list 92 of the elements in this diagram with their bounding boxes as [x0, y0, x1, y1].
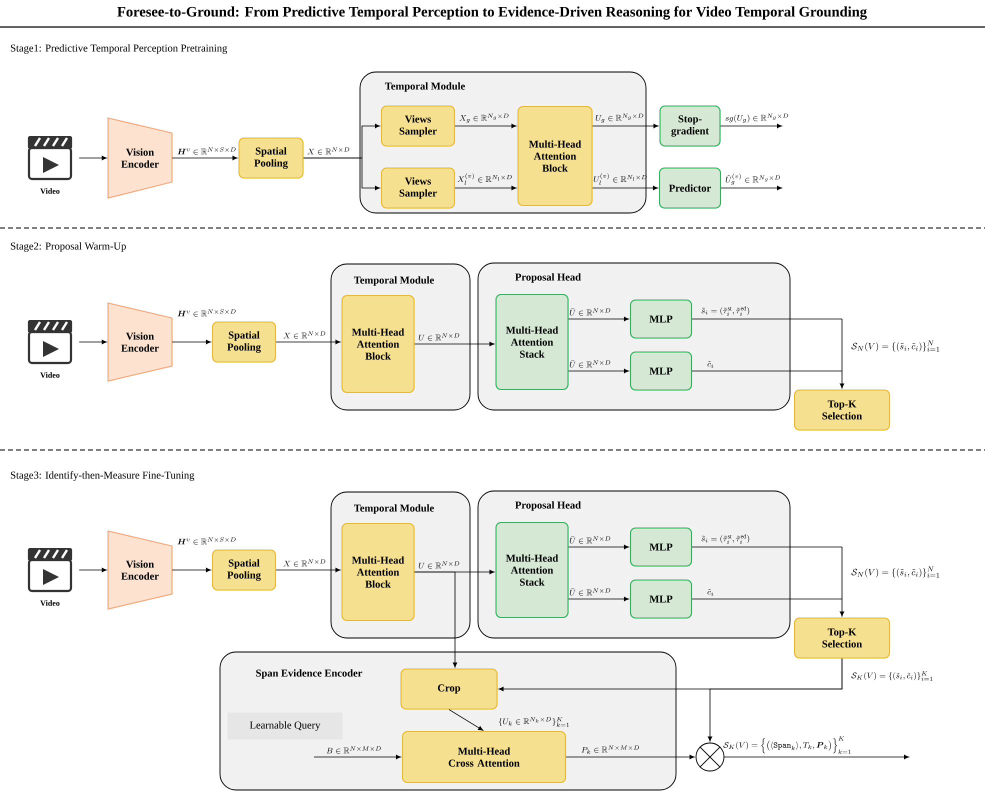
- arrow: [568, 544, 629, 550]
- arrow: [78, 156, 107, 160]
- process-box: Top-K Selection: [794, 617, 890, 659]
- edge-label: $X\in\mathbb{R}^{N\times D}$: [307, 147, 350, 155]
- arrow: [720, 124, 782, 128]
- icon-label: Video: [40, 372, 60, 378]
- edge-label: $U_{g}\in\mathbb{R}^{N_{g}\times D}$: [596, 114, 644, 123]
- process-box: Views Sampler: [380, 105, 456, 147]
- text-box: Learnable Query: [228, 712, 342, 740]
- arrow: [454, 186, 516, 190]
- encoder-trapezoid: Vision Encoder: [107, 302, 173, 382]
- process-box: Spatial Pooling: [212, 549, 276, 591]
- edge-label: $\bar{U}\in\mathbb{R}^{N\times D}$: [570, 536, 610, 544]
- process-box: Multi-Head Attention Block: [341, 294, 415, 394]
- arrow: [314, 754, 401, 760]
- arrow: [720, 186, 782, 190]
- encoder-trapezoid: Vision Encoder: [107, 530, 173, 610]
- edge-label: $\tilde{c}_{i}$: [708, 361, 714, 368]
- arrow: [276, 340, 340, 344]
- process-box: MLP: [630, 299, 692, 339]
- process-box: Multi-Head Attention Stack: [495, 522, 569, 618]
- edge-label: $\tilde{c}_{i}$: [708, 589, 714, 596]
- edge-label: $\hat{U}_{g}^{(v)}\in\mathbb{R}^{N_{g}\times D}$: [726, 174, 780, 185]
- arrow: [592, 124, 658, 128]
- process-box: Stop-gradient: [659, 105, 721, 147]
- arrow: [568, 368, 629, 374]
- process-box: Predictor: [658, 167, 722, 209]
- edge-label: $sg(U_{g})\in\mathbb{R}^{N_{g}\times D}$: [726, 114, 788, 123]
- process-box: Top-K Selection: [794, 389, 890, 431]
- icon-label: Video: [40, 600, 60, 606]
- edge-label: $\mathcal{S}_{K}(V)=\Big\{\big(\langle\mathtt{Span}_{k}\rangle,T_{k},\boldsymbol{P}_{k}\big)\Big\}_{k=1}^{K}$: [723, 736, 851, 754]
- arrow: [840, 318, 844, 388]
- process-box: Multi-Head Attention Block: [517, 106, 593, 206]
- line: [692, 546, 842, 548]
- line: [692, 370, 842, 372]
- arrow: [78, 568, 107, 572]
- edge-label: $\tilde{s}_{i}=(\tilde{\tau}_{i}^{\mathrm{st}},\tilde{\tau}_{i}^{\mathrm{ed}})$: [702, 306, 750, 316]
- edge-label: $X\in\mathbb{R}^{N\times D}$: [283, 331, 326, 339]
- arrow: [568, 596, 629, 602]
- multiply-symbol: [696, 742, 724, 772]
- edge-label: $U\in\mathbb{R}^{N\times D}$: [418, 333, 460, 341]
- arrow: [592, 186, 658, 190]
- line: [692, 318, 842, 320]
- line: [692, 598, 842, 600]
- edge-label: $\boldsymbol{H}^{v}\in\mathbb{R}^{N\times S\times D}$: [178, 309, 236, 317]
- process-box: MLP: [630, 579, 692, 619]
- title: Foresee-to-Ground: From Predictive Temporal Perception to Evidence-Driven Reasoning for Video Temporal Grounding: [117, 6, 867, 20]
- edge-label: $\bar{U}\in\mathbb{R}^{N\times D}$: [570, 360, 610, 368]
- edge-label: $\bar{U}\in\mathbb{R}^{N\times D}$: [570, 308, 610, 316]
- set-formula: $\mathcal{S}_{N}(V)=\{(\tilde{s}_{i},\tilde{c}_{i})\}_{i=1}^{N}$: [851, 340, 940, 352]
- set-formula: $\mathcal{S}_{N}(V)=\{(\tilde{s}_{i},\tilde{c}_{i})\}_{i=1}^{N}$: [851, 566, 940, 578]
- edge-label: $B\in\mathbb{R}^{N\times M\times D}$: [326, 746, 381, 754]
- arrow: [414, 342, 494, 346]
- edge-label: $\bar{U}\in\mathbb{R}^{N\times D}$: [570, 588, 610, 596]
- edge-label: $\mathcal{S}_{K}(V)=\{(\tilde{s}_{i},\tilde{c}_{i})\}_{i=1}^{K}$: [851, 671, 932, 681]
- process-box: Multi-Head Attention Stack: [495, 294, 569, 390]
- arrow: [454, 124, 516, 128]
- arrow: [840, 546, 844, 616]
- stage-heading: Stage3: Identify-then-Measure Fine-Tuning: [10, 471, 194, 481]
- process-box: Multi-Head Attention Block: [341, 522, 415, 622]
- process-box: Multi-Head Cross Attention: [402, 730, 566, 784]
- icon-label: Video: [40, 188, 60, 194]
- arrow: [78, 340, 107, 344]
- edge-label: $\boldsymbol{H}^{v}\in\mathbb{R}^{N\times S\times D}$: [178, 147, 236, 155]
- process-box: Views Sampler: [380, 167, 456, 209]
- arrow: [276, 568, 340, 572]
- arrow: [568, 316, 629, 322]
- arrow: [708, 658, 842, 742]
- process-box: MLP: [630, 351, 692, 391]
- stage-heading: Stage1: Predictive Temporal Perception Pretraining: [10, 44, 228, 54]
- arrow: [566, 754, 694, 760]
- encoder-trapezoid: Vision Encoder: [107, 117, 173, 199]
- arrow: [414, 572, 458, 668]
- process-box: MLP: [630, 527, 692, 567]
- edge-label: $X\in\mathbb{R}^{N\times D}$: [283, 559, 326, 567]
- process-box: Spatial Pooling: [238, 137, 304, 179]
- process-box: Crop: [400, 668, 498, 710]
- edge-label: $U\in\mathbb{R}^{N\times D}$: [418, 561, 460, 569]
- arrow: [448, 709, 484, 731]
- arrow: [303, 158, 380, 190]
- stage-heading: Stage2: Proposal Warm-Up: [10, 242, 126, 252]
- arrow: [172, 156, 238, 160]
- edge-label: $X_{l}^{(v)}\in\mathbb{R}^{N_{l}\times D}$: [457, 173, 512, 185]
- edge-label: $\boldsymbol{H}^{v}\in\mathbb{R}^{N\times S\times D}$: [178, 537, 236, 545]
- process-box: Spatial Pooling: [212, 321, 276, 363]
- arrow: [724, 754, 909, 760]
- edge-label: $X_{g}\in\mathbb{R}^{N_{g}\times D}$: [459, 114, 509, 123]
- arrow: [172, 340, 211, 344]
- arrow: [172, 568, 211, 572]
- edge-label: $\{U_{k}\in\mathbb{R}^{N_{k}\times D}\}_{k=1}^{K}$: [498, 717, 569, 727]
- edge-label: $P_{k}\in\mathbb{R}^{N\times M\times D}$: [582, 745, 640, 754]
- edge-label: $\tilde{s}_{i}=(\tilde{\tau}_{i}^{\mathrm{st}},\tilde{\tau}_{i}^{\mathrm{ed}})$: [702, 534, 750, 544]
